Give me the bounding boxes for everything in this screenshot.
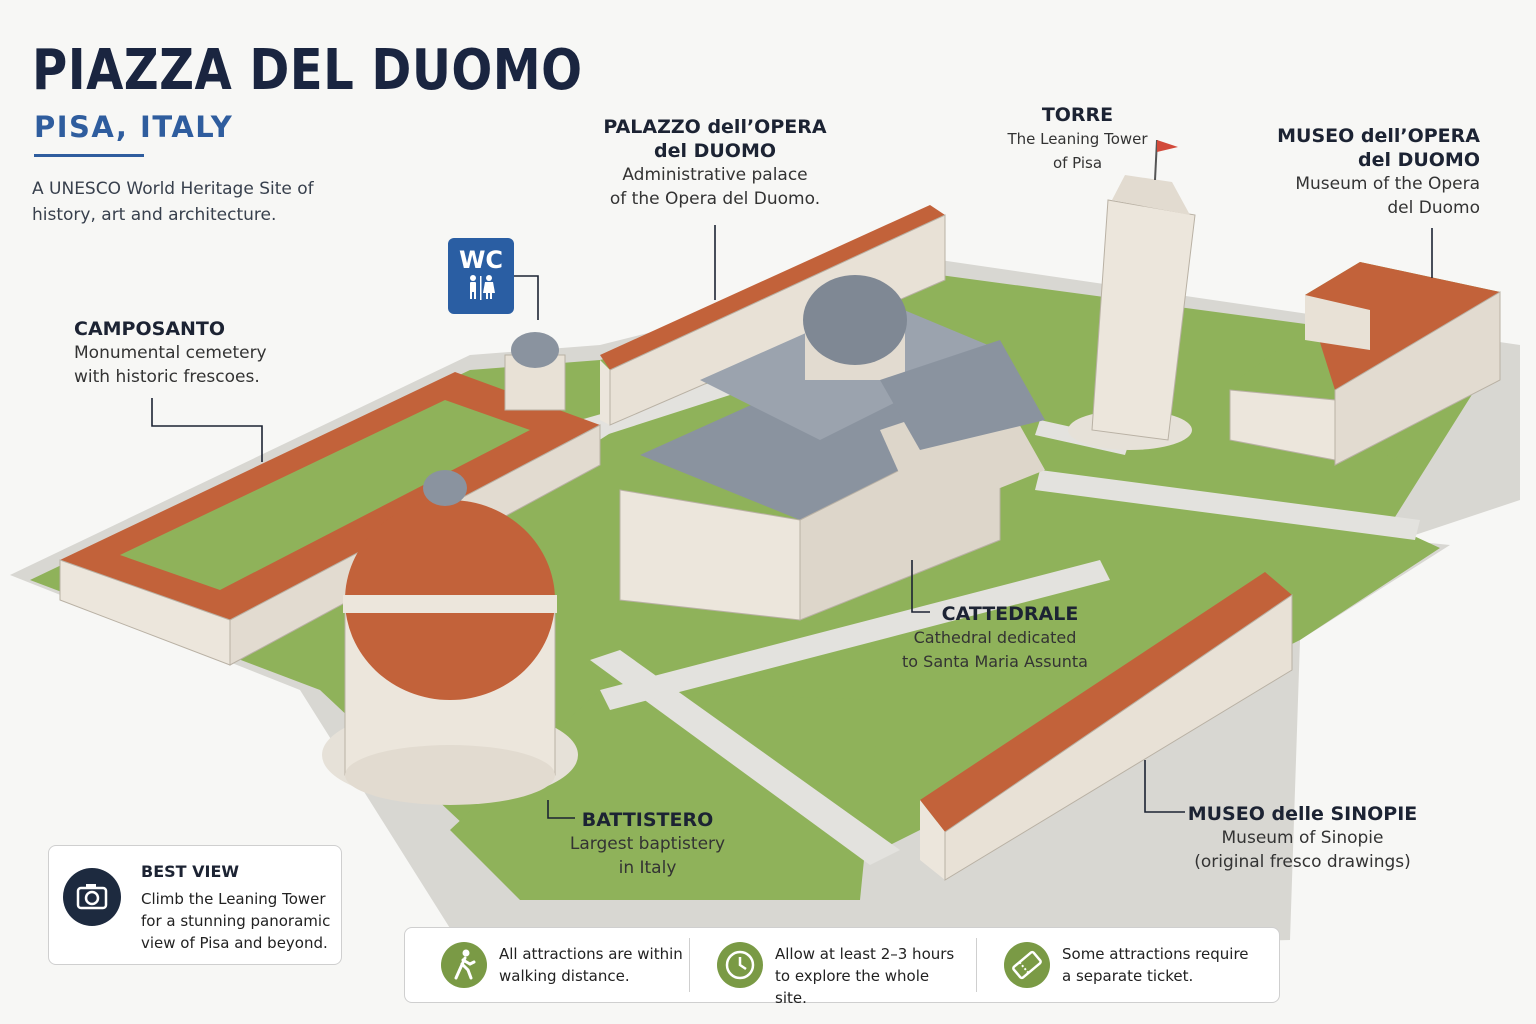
sinopie-desc-2: (original fresco drawings) xyxy=(1194,852,1411,872)
leader-camposanto xyxy=(151,398,263,462)
palazzo-desc-1: Administrative palace xyxy=(622,165,808,185)
restroom-icon xyxy=(448,274,514,305)
best-view-title: BEST VIEW xyxy=(141,862,240,881)
path-north xyxy=(580,380,730,440)
tip-walking: All attractions are within walking dista… xyxy=(419,928,689,1002)
cattedrale-desc-2: to Santa Maria Assunta xyxy=(902,652,1088,671)
label-museo-opera[interactable]: MUSEO dell’OPERA del DUOMO Museum of the… xyxy=(1260,124,1480,220)
path-cross xyxy=(600,560,1110,710)
tip-walking-text: All attractions are within walking dista… xyxy=(499,945,683,985)
museo-opera-desc-2: del Duomo xyxy=(1387,198,1480,218)
page-title: PIAZZA DEL DUOMO xyxy=(32,38,583,103)
label-sinopie[interactable]: MUSEO delle SINOPIE Museum of Sinopie (o… xyxy=(1185,802,1420,874)
best-view-text: Climb the Leaning Tower for a stunning p… xyxy=(141,890,331,952)
torre-name: TORRE xyxy=(1041,104,1114,126)
tip-time-text: Allow at least 2–3 hours to explore the … xyxy=(775,945,955,1007)
tips-divider xyxy=(689,938,690,992)
page-description: A UNESCO World Heritage Site of history,… xyxy=(32,179,314,225)
camera-icon xyxy=(63,868,121,926)
sinopie-building xyxy=(920,572,1293,881)
camposanto-desc: Monumental cemetery with historic fresco… xyxy=(74,343,267,387)
path-east xyxy=(1035,470,1420,540)
cattedrale-name: CATTEDRALE xyxy=(941,603,1079,625)
page-subtitle: PISA, ITALY xyxy=(34,110,234,144)
museo-opera-name-1: MUSEO dell’OPERA xyxy=(1277,125,1480,147)
palazzo-name-2: del DUOMO xyxy=(653,140,777,162)
tips-bar: All attractions are within walking dista… xyxy=(404,927,1280,1007)
title-underline xyxy=(34,154,144,157)
leader-wc xyxy=(514,275,539,320)
leader-cattedrale xyxy=(911,560,930,613)
wc-label: WC xyxy=(458,246,504,274)
tip-time: Allow at least 2–3 hours to explore the … xyxy=(695,928,975,1007)
label-palazzo[interactable]: PALAZZO dell’OPERA del DUOMO Administrat… xyxy=(595,115,835,211)
ticket-icon xyxy=(1004,942,1050,988)
leader-battistero xyxy=(547,800,575,819)
palazzo-desc-2: of the Opera del Duomo. xyxy=(609,189,821,209)
cattedrale-building xyxy=(619,275,1045,621)
torre-building xyxy=(1068,139,1196,450)
battistero-desc-1: Largest baptistery xyxy=(569,834,726,854)
palazzo-name-1: PALAZZO dell’OPERA xyxy=(603,116,827,138)
camposanto-building xyxy=(59,372,601,666)
museo-opera-building xyxy=(1229,262,1501,466)
sinopie-name: MUSEO delle SINOPIE xyxy=(1187,803,1418,825)
label-torre[interactable]: TORRE The Leaning Tower of Pisa xyxy=(1000,103,1155,175)
palazzo-building xyxy=(600,205,946,426)
camposanto-name: CAMPOSANTO xyxy=(74,318,226,340)
leader-sinopie xyxy=(1144,760,1185,813)
battistero-desc-2: in Italy xyxy=(618,858,677,878)
path-diagonal xyxy=(590,650,900,865)
sinopie-desc-1: Museum of Sinopie xyxy=(1221,828,1384,848)
clock-icon xyxy=(717,942,763,988)
tip-ticket-text: Some attractions require a separate tick… xyxy=(1062,945,1249,985)
museo-opera-name-2: del DUOMO xyxy=(1357,149,1480,171)
wc-marker[interactable]: WC xyxy=(448,238,514,314)
tip-ticket: Some attractions require a separate tick… xyxy=(982,928,1267,1002)
label-camposanto[interactable]: CAMPOSANTO Monumental cemetery with hist… xyxy=(74,317,274,389)
leader-lines xyxy=(151,225,1433,819)
tips-divider xyxy=(976,938,977,992)
best-view-card: BEST VIEW Climb the Leaning Tower for a … xyxy=(48,845,342,965)
torre-desc-2: of Pisa xyxy=(1052,154,1103,172)
battistero-name: BATTISTERO xyxy=(581,809,714,831)
torre-desc-1: The Leaning Tower xyxy=(1007,130,1148,148)
museo-opera-desc-1: Museum of the Opera xyxy=(1295,174,1480,194)
cattedrale-desc-1: Cathedral dedicated xyxy=(913,628,1077,647)
battistero-building xyxy=(322,470,578,805)
wc-building xyxy=(504,332,566,411)
label-cattedrale[interactable]: CATTEDRALE Cathedral dedicated to Santa … xyxy=(890,602,1100,674)
walking-person-icon xyxy=(441,942,487,988)
label-battistero[interactable]: BATTISTERO Largest baptistery in Italy xyxy=(565,808,730,880)
